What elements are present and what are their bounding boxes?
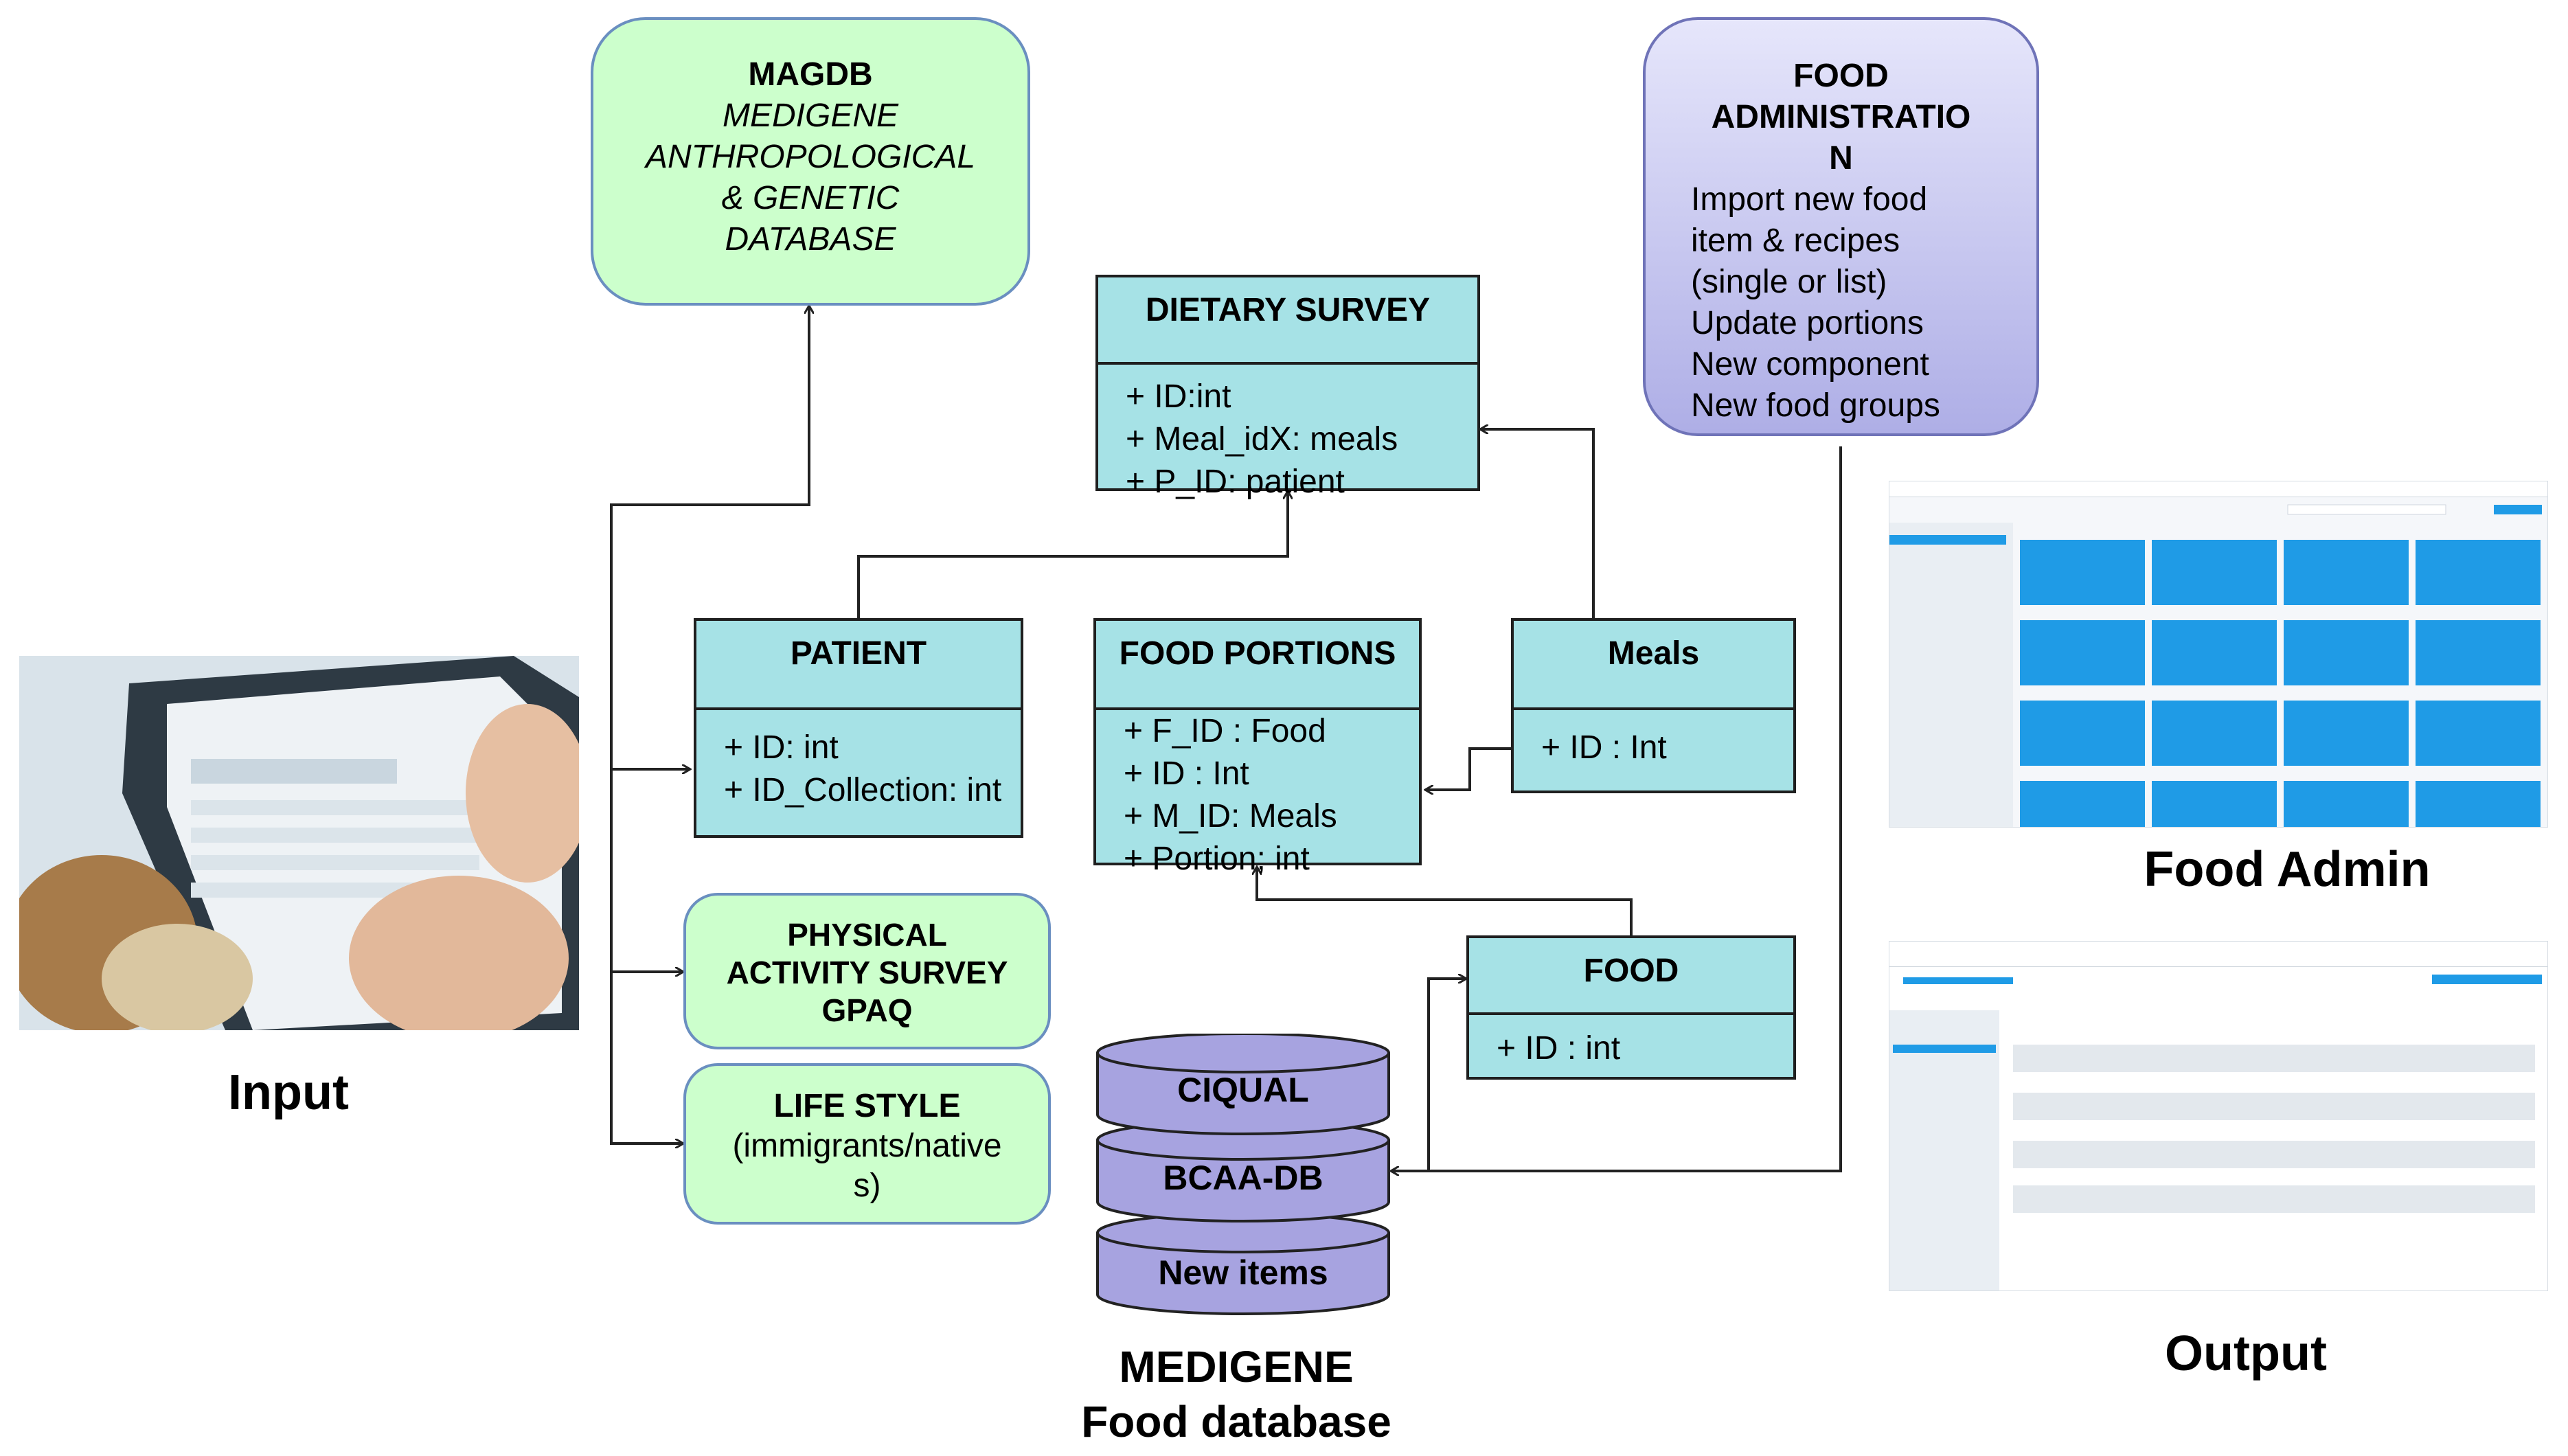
patient-field: + ID: int	[724, 729, 839, 766]
food-admin-item: New component	[1691, 346, 1929, 383]
lifestyle-box: LIFE STYLE (immigrants/native s)	[683, 1063, 1051, 1225]
food-admin-item: New food groups	[1691, 387, 1940, 424]
db-bcaa: BCAA-DB	[1163, 1159, 1323, 1197]
dietary-survey-field: + Meal_idX: meals	[1126, 421, 1398, 457]
lifestyle-line2: (immigrants/native	[732, 1128, 1002, 1164]
caption-food-admin: Food Admin	[2144, 842, 2431, 897]
food-title: FOOD	[1469, 938, 1793, 1015]
dietary-survey-class: DIETARY SURVEY + ID:int + Meal_idX: meal…	[1095, 275, 1480, 500]
food-portions-class: FOOD PORTIONS + F_ID : Food + ID : Int +…	[1093, 618, 1422, 877]
caption-db-line2: Food database	[1081, 1397, 1391, 1446]
food-admin-item: (single or list)	[1691, 264, 1887, 300]
tablet-illustration	[19, 656, 579, 1030]
database-labels: CIQUAL BCAA-DB New items	[1092, 1034, 1394, 1322]
food-portions-field: + M_ID: Meals	[1124, 798, 1337, 834]
meals-class: Meals + ID : Int	[1511, 618, 1796, 793]
food-admin-screenshot	[1889, 481, 2548, 828]
magdb-title: MAGDB	[748, 56, 873, 93]
database-cylinders	[1096, 1034, 1390, 1315]
food-admin-mock	[1889, 481, 2547, 827]
food-admin-title-1: FOOD	[1793, 58, 1889, 94]
physical-line2: ACTIVITY SURVEY	[726, 955, 1008, 990]
patient-title: PATIENT	[696, 621, 1021, 710]
food-portions-title: FOOD PORTIONS	[1096, 621, 1419, 710]
meals-field: + ID : Int	[1541, 729, 1667, 766]
dietary-survey-title: DIETARY SURVEY	[1098, 277, 1477, 365]
physical-activity-box: PHYSICAL ACTIVITY SURVEY GPAQ	[683, 893, 1051, 1049]
lifestyle-line3: s)	[853, 1168, 881, 1204]
meals-title: Meals	[1514, 621, 1793, 710]
tablet-photo	[19, 656, 579, 1030]
output-screenshot	[1889, 941, 2548, 1291]
lifestyle-line1: LIFE STYLE	[773, 1088, 961, 1124]
db-new-items: New items	[1158, 1253, 1328, 1292]
food-field: + ID : int	[1497, 1030, 1621, 1067]
food-portions-field: + Portion; int	[1124, 841, 1310, 877]
food-admin-item: Update portions	[1691, 305, 1924, 341]
dietary-survey-field: + ID:int	[1126, 378, 1231, 415]
physical-line1: PHYSICAL	[787, 917, 947, 953]
food-portions-field: + F_ID : Food	[1124, 713, 1326, 749]
food-class: FOOD + ID : int	[1466, 935, 1796, 1080]
food-admin-item: Import new food	[1691, 181, 1928, 218]
magdb-line4: DATABASE	[725, 221, 896, 258]
patient-class: PATIENT + ID: int + ID_Collection: int	[694, 618, 1023, 838]
caption-db-line1: MEDIGENE	[1119, 1342, 1354, 1391]
food-administration-box: FOOD ADMINISTRATIO N Import new food ite…	[1643, 17, 2039, 436]
food-admin-item: item & recipes	[1691, 223, 1900, 259]
output-mock	[1889, 942, 2547, 1290]
dietary-survey-field: + P_ID: patient	[1126, 464, 1345, 500]
food-admin-title-2: ADMINISTRATIO	[1711, 99, 1971, 135]
patient-field: + ID_Collection: int	[724, 772, 1002, 808]
caption-output: Output	[2165, 1326, 2327, 1381]
magdb-line2: ANTHROPOLOGICAL	[645, 139, 976, 175]
physical-line3: GPAQ	[821, 992, 913, 1028]
caption-input: Input	[228, 1065, 349, 1120]
magdb-box: MAGDB MEDIGENE ANTHROPOLOGICAL & GENETIC…	[591, 17, 1030, 306]
db-ciqual: CIQUAL	[1177, 1071, 1309, 1109]
magdb-line3: & GENETIC	[721, 180, 900, 216]
magdb-line1: MEDIGENE	[722, 98, 899, 134]
food-portions-field: + ID : Int	[1124, 755, 1249, 792]
food-admin-title-3: N	[1829, 140, 1853, 177]
